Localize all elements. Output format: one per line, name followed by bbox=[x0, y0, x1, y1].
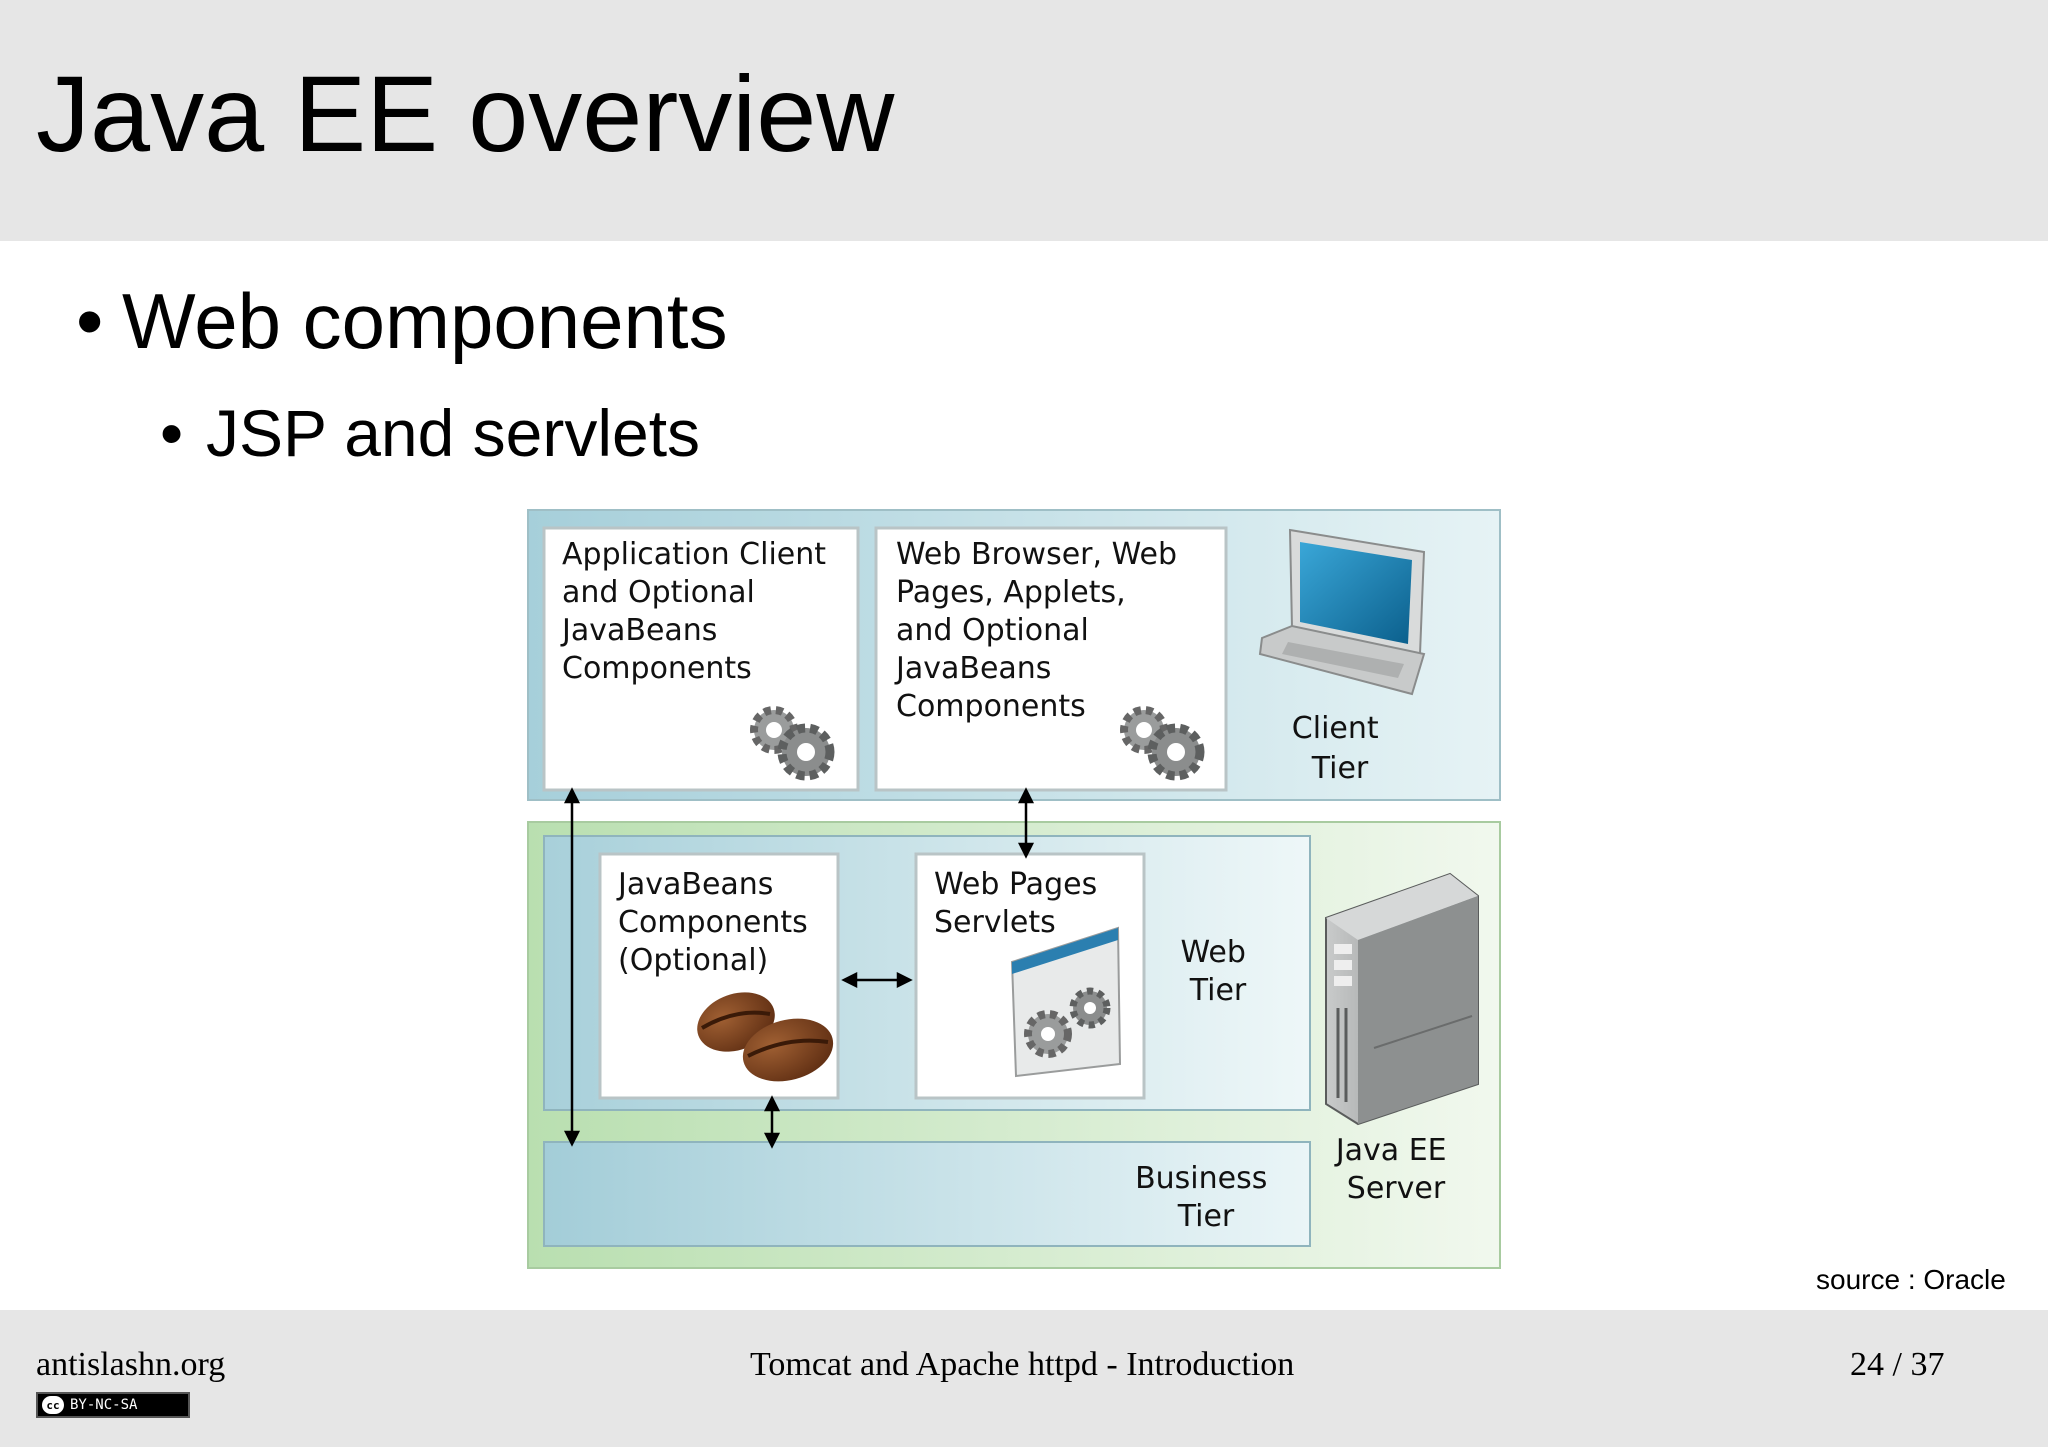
bullet-text: JSP and servlets bbox=[206, 396, 701, 470]
java-ee-tier-diagram: Application Client and Optional JavaBean… bbox=[527, 509, 1501, 1269]
javabeans-label: JavaBeans Components (Optional) bbox=[616, 867, 817, 978]
coffee-beans-icon bbox=[697, 992, 834, 1082]
application-client-label: Application Client and Optional JavaBean… bbox=[560, 537, 836, 686]
java-ee-server-label: Java EE Server bbox=[1334, 1133, 1456, 1206]
web-pages-servlets-label: Web Pages Servlets bbox=[934, 867, 1107, 940]
bullet-dot: • bbox=[160, 396, 184, 470]
gears-icon bbox=[1120, 706, 1205, 781]
bullet-level-1: •Web components bbox=[76, 282, 728, 360]
license-text: BY-NC-SA bbox=[70, 1397, 138, 1413]
web-page-gears-icon bbox=[1010, 926, 1122, 1078]
laptop-icon bbox=[1258, 528, 1426, 696]
slide-title: Java EE overview bbox=[36, 53, 895, 174]
cc-icon: cc bbox=[42, 1396, 64, 1414]
cc-license-badge: cc BY-NC-SA bbox=[36, 1392, 190, 1418]
gears-icon bbox=[750, 706, 835, 781]
title-band bbox=[0, 0, 2048, 241]
server-icon bbox=[1325, 872, 1479, 1126]
web-tier-label: Web Tier bbox=[1181, 935, 1256, 1008]
client-tier-label: Client Tier bbox=[1292, 711, 1388, 786]
bullet-text: Web components bbox=[122, 277, 728, 365]
business-tier-label: Business Tier bbox=[1135, 1161, 1277, 1234]
footer-page-number: 24 / 37 bbox=[1850, 1346, 1945, 1383]
source-credit: source : Oracle bbox=[1816, 1264, 2006, 1295]
footer-band bbox=[0, 1310, 2048, 1447]
footer-presentation-title: Tomcat and Apache httpd - Introduction bbox=[750, 1346, 1295, 1383]
business-tier-panel bbox=[543, 1141, 1311, 1247]
web-browser-label: Web Browser, Web Pages, Applets, and Opt… bbox=[894, 537, 1187, 724]
footer-site: antislashn.org bbox=[36, 1346, 226, 1383]
bullet-dot: • bbox=[76, 277, 104, 365]
tier-arrows bbox=[563, 787, 1035, 1149]
bullet-level-2: •JSP and servlets bbox=[160, 400, 700, 466]
